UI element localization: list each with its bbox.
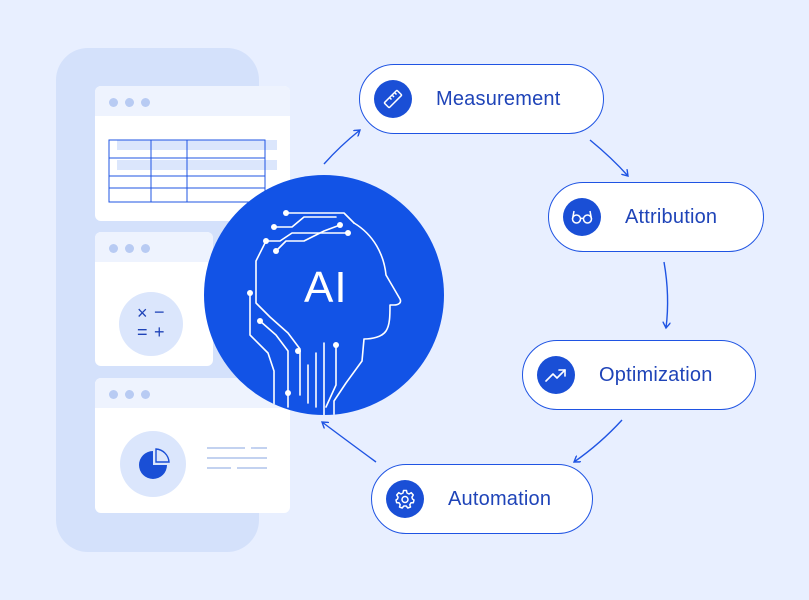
table-graphic [108,139,277,203]
window-dot [141,98,150,107]
window-dot [125,244,134,253]
arrow-to-automation [574,419,623,462]
measurement-step: Measurement [359,64,604,134]
calculator-icon: × − = + [119,292,183,356]
window-dot [141,390,150,399]
window-dot [141,244,150,253]
circuit-head-icon [247,210,402,415]
step-label: Measurement [436,87,561,110]
calculator-window: × − = + [95,232,213,366]
ai-label: AI [304,263,348,312]
table-window [95,86,290,221]
window-dot [125,390,134,399]
glasses-icon [563,198,601,236]
arrow-to-measurement [323,130,360,165]
minus-symbol: − [154,302,165,322]
trend-up-icon [537,356,575,394]
attribution-step: Attribution [548,182,764,252]
window-dot [109,98,118,107]
text-lines-icon [207,447,267,469]
equals-symbol: = [137,322,148,342]
window-dot [125,98,134,107]
gear-icon [386,480,424,518]
window-dot [109,244,118,253]
window-dot [109,390,118,399]
arrow-to-optimization [664,261,668,328]
step-label: Attribution [625,205,718,228]
plus-symbol: + [154,322,165,342]
step-label: Optimization [599,363,713,386]
arrow-to-ai [322,422,377,463]
optimization-step: Optimization [522,340,756,410]
ai-core-circle: AI [204,175,444,415]
step-label: Automation [448,487,552,510]
times-symbol: × [137,303,148,323]
automation-step: Automation [371,464,593,534]
window-titlebar [95,232,213,262]
arrow-to-attribution [589,139,628,176]
window-titlebar [95,86,290,116]
pie-chart-icon [120,431,186,497]
ruler-icon [374,80,412,118]
